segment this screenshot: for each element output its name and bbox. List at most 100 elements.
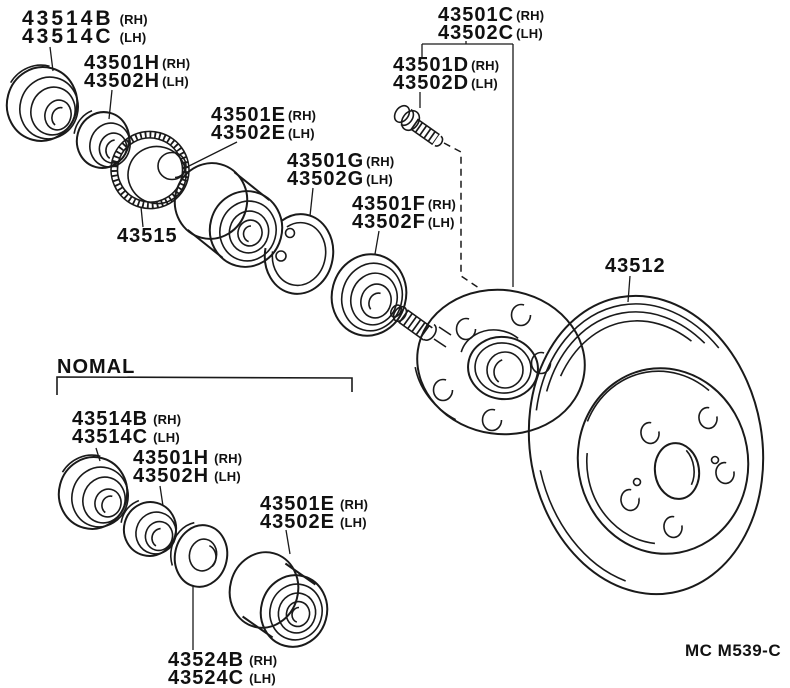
snap-ring-drawing [263, 213, 335, 295]
label-hub-lh: 43502C(LH) [438, 22, 543, 44]
label-thrust-washer-rh: 43524B(RH) [168, 649, 277, 671]
side-tag: (RH) [516, 8, 544, 23]
seal-outer [330, 253, 408, 337]
snap-ring-outer [263, 213, 335, 295]
side-tag: (LH) [340, 515, 367, 530]
bearing-bore-shadow [242, 225, 260, 243]
leader-line [159, 485, 164, 507]
label-thrust-washer-lh: 43524C(LH) [168, 667, 276, 688]
label-hub-bolt-lh: 43502D(LH) [393, 72, 498, 94]
spindle-thread-outline [406, 309, 433, 329]
hub-label-bracket [421, 41, 514, 287]
thrust-washer-drawing [169, 521, 229, 588]
part-number: 43502C [438, 22, 514, 44]
side-tag: (LH) [120, 30, 147, 45]
part-number: 43501C [438, 4, 514, 26]
label-bearing-top-rh: 43501E(RH) [211, 104, 316, 126]
side-tag: (RH) [366, 154, 394, 169]
nut-outer [122, 501, 178, 557]
cap-back-rim [4, 64, 76, 140]
part-number: 43502E [260, 511, 335, 533]
disc-bolt-hole [663, 515, 683, 539]
hub-bolt-drawing [393, 104, 444, 147]
part-number: 43514C [72, 426, 148, 448]
label-dust-cap-top-lh: 43514C(LH) [22, 25, 146, 48]
side-tag: (LH) [162, 74, 189, 89]
label-dust-cap-top-rh: 43514B(RH) [22, 7, 148, 30]
part-number: 43515 [117, 225, 178, 247]
label-locknut-low-rh: 43501H(RH) [133, 447, 242, 469]
side-tag: (RH) [428, 197, 456, 212]
bolt-thread-outline [416, 118, 440, 136]
spindle-tip [389, 304, 403, 318]
washer-outer [173, 524, 229, 588]
label-dust-cap-low-rh: 43514B(RH) [72, 408, 181, 430]
seal-lip [360, 283, 392, 319]
leader-line [374, 230, 380, 255]
side-tag: (LH) [288, 126, 315, 141]
washer-thickness [169, 521, 225, 585]
label-bearing-top-lh: 43502E(LH) [211, 122, 315, 144]
dust-cap-top-drawing [4, 64, 79, 142]
bearing-race [269, 583, 323, 641]
snap-ring-eyelet [275, 250, 287, 262]
bolt-head-side [397, 107, 415, 127]
label-dust-cap-low-lh: 43514C(LH) [72, 426, 180, 448]
seal-ring [340, 262, 404, 332]
drawing-code-text: MC M539-C [685, 641, 781, 660]
part-number: 43502D [393, 72, 469, 94]
side-tag: (LH) [366, 172, 393, 187]
part-number: 43502G [287, 168, 364, 190]
label-locknut-top-lh: 43502H(LH) [84, 70, 189, 92]
label-abs-rotor: 43515 [117, 225, 178, 247]
bolt-tip [432, 135, 444, 147]
drawing-code: MC M539-C [685, 641, 781, 660]
nut-bore [98, 132, 128, 164]
part-labels: 43514B(RH) 43514C(LH) 43501H(RH) 43502H(… [22, 4, 781, 688]
leader-line [309, 187, 314, 217]
label-hub-bolt-rh: 43501D(RH) [393, 54, 499, 76]
cap-bore-shadow [101, 495, 119, 515]
leader-line [182, 141, 238, 170]
disc-bolt-hole [640, 421, 660, 445]
bearing-front-face [259, 574, 329, 648]
section-label: NOMAL [57, 356, 135, 378]
part-number: 43501H [133, 447, 209, 469]
bearing-back-face [228, 551, 300, 629]
section-title-nomal: NOMAL [57, 356, 135, 378]
label-snap-ring-lh: 43502G(LH) [287, 168, 393, 190]
side-tag: (LH) [249, 671, 276, 686]
cap-outer [5, 66, 79, 142]
part-number: 43524B [168, 649, 244, 671]
side-tag: (LH) [428, 215, 455, 230]
disc-pin-hole [710, 455, 720, 465]
side-tag: (RH) [288, 108, 316, 123]
seal-ring [349, 272, 399, 326]
nut-bore-shadow [105, 139, 125, 161]
nut-face [89, 122, 131, 168]
disc-hat-arc [579, 370, 743, 548]
side-tag: (RH) [120, 12, 148, 27]
bolt-threads [410, 118, 440, 145]
spindle-shank [438, 326, 452, 336]
axle-hub-drawing [389, 285, 586, 436]
bearing-back-face [173, 162, 249, 240]
spindle-shank [433, 338, 447, 348]
nut-bore [144, 520, 174, 552]
part-number: 43501G [287, 150, 364, 172]
nomal-section-bracket [56, 376, 353, 395]
bearing-race [219, 200, 277, 262]
part-number: 43512 [605, 255, 666, 277]
bolt-thread-outline [410, 128, 434, 146]
nut-profile [73, 108, 127, 166]
disc-edge-arc [540, 311, 752, 587]
spindle-threads [398, 309, 433, 341]
hub-bolt-hole [510, 303, 532, 327]
bearing-bore-shadow [291, 606, 307, 624]
leader-line [627, 275, 631, 303]
spindle-collar [421, 323, 437, 341]
hub-bolt-hole [481, 408, 503, 432]
hub-flange [416, 288, 586, 436]
cap-opening [30, 86, 76, 136]
